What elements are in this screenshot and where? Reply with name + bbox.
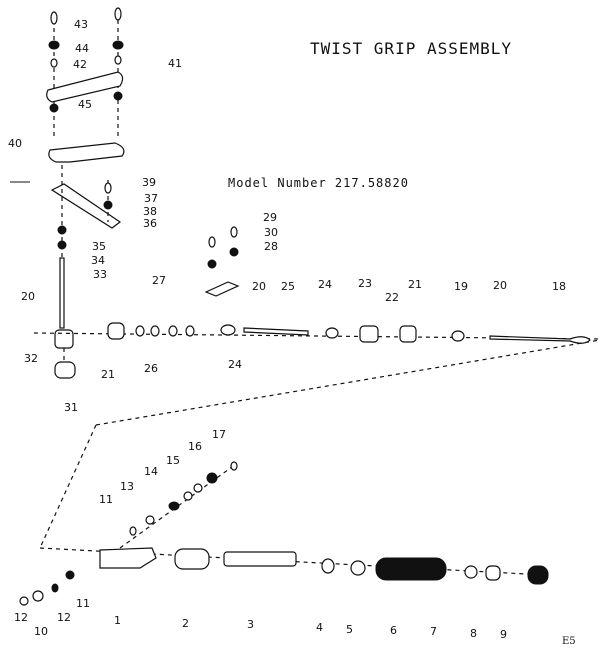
callout-1: 1 — [114, 614, 121, 627]
callout-8: 8 — [470, 627, 477, 640]
callout-22: 22 — [385, 291, 399, 304]
callout-36: 36 — [143, 217, 157, 230]
upper-stack — [46, 7, 124, 140]
callout-13: 13 — [120, 480, 134, 493]
connector-line-2 — [95, 339, 601, 426]
callout-31: 31 — [64, 401, 78, 414]
callout-35: 35 — [92, 240, 106, 253]
callout-24-a: 24 — [318, 278, 332, 291]
diagram-title: TWIST GRIP ASSEMBLY — [310, 39, 512, 58]
callout-19: 19 — [454, 280, 468, 293]
callout-14: 14 — [144, 465, 158, 478]
callout-10: 10 — [34, 625, 48, 638]
callout-11-b: 11 — [76, 597, 90, 610]
lower-axis-parts — [19, 461, 549, 606]
callout-7: 7 — [430, 625, 437, 638]
vertical-shaft — [54, 257, 76, 379]
callout-12-b: 12 — [57, 611, 71, 624]
callout-25: 25 — [281, 280, 295, 293]
callout-18: 18 — [552, 280, 566, 293]
callout-4: 4 — [316, 621, 323, 634]
callout-3: 3 — [247, 618, 254, 631]
callout-11-a: 11 — [99, 493, 113, 506]
callout-20-a: 20 — [252, 280, 266, 293]
connector-line — [39, 424, 97, 549]
callout-15: 15 — [166, 454, 180, 467]
callout-40: 40 — [8, 137, 22, 150]
callout-27: 27 — [152, 274, 166, 287]
callout-17: 17 — [212, 428, 226, 441]
callout-32: 32 — [24, 352, 38, 365]
callout-28: 28 — [264, 240, 278, 253]
callout-30: 30 — [264, 226, 278, 239]
callout-26: 26 — [144, 362, 158, 375]
callout-38: 38 — [143, 205, 157, 218]
callout-43: 43 — [74, 18, 88, 31]
callout-23: 23 — [358, 277, 372, 290]
callout-39: 39 — [142, 176, 156, 189]
callout-5: 5 — [346, 623, 353, 636]
callout-44: 44 — [75, 42, 89, 55]
model-number: Model Number 217.58820 — [228, 176, 409, 190]
upper-axis-parts — [107, 226, 591, 344]
page-code: E5 — [562, 636, 576, 647]
callout-29: 29 — [263, 211, 277, 224]
callout-2: 2 — [182, 617, 189, 630]
callout-33: 33 — [93, 268, 107, 281]
callout-34: 34 — [91, 254, 105, 267]
callout-37: 37 — [144, 192, 158, 205]
callout-labels: 43 44 42 41 45 40 39 37 38 36 35 34 33 2… — [8, 18, 566, 641]
callout-41: 41 — [168, 57, 182, 70]
callout-16: 16 — [188, 440, 202, 453]
callout-20-b: 20 — [493, 279, 507, 292]
callout-9: 9 — [500, 628, 507, 641]
callout-24-b: 24 — [228, 358, 242, 371]
callout-21-a: 21 — [408, 278, 422, 291]
callout-42: 42 — [73, 58, 87, 71]
upper-axis — [33, 332, 601, 340]
lever-arm — [10, 142, 125, 320]
callout-20-c: 20 — [21, 290, 35, 303]
callout-21-b: 21 — [101, 368, 115, 381]
callout-45: 45 — [78, 98, 92, 111]
callout-6: 6 — [390, 624, 397, 637]
callout-12-a: 12 — [14, 611, 28, 624]
